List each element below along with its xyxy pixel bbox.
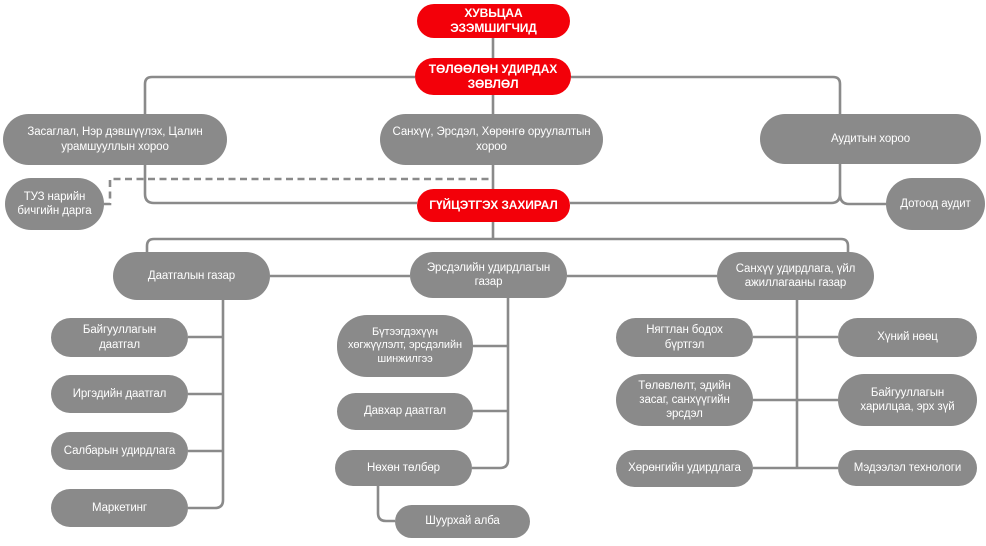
node-ceo: ГҮЙЦЭТГЭХ ЗАХИРАЛ: [417, 189, 570, 222]
node-human-resources: Хүний нөөц: [838, 318, 977, 357]
node-planning-economy-fin-risk: Төлөвлөлт, эдийн засаг, санхүүгийн эрсдэ…: [616, 374, 753, 426]
node-dept-insurance: Даатгалын газар: [113, 252, 270, 300]
node-internal-audit: Дотоод аудит: [886, 178, 985, 230]
node-emergency-service: Шуурхай алба: [395, 505, 530, 538]
connector-risk-spine: [376, 298, 510, 523]
node-asset-management: Хөрөнгийн удирдлага: [616, 450, 753, 487]
node-citizen-insurance: Иргэдийн даатгал: [51, 375, 188, 413]
node-marketing: Маркетинг: [51, 489, 188, 527]
node-reinsurance: Давхар даатгал: [337, 393, 473, 430]
node-board-secretary: ТУЗ нарийн бичгийн дарга: [5, 178, 104, 230]
node-committee-finance-risk: Санхүү, Эрсдэл, Хөрөнгө оруулалтын хороо: [380, 114, 603, 165]
node-information-technology: Мэдээлэл технологи: [838, 450, 977, 486]
node-claims: Нөхөн төлбөр: [335, 450, 472, 486]
node-committee-governance: Засаглал, Нэр дэвшүүлэх, Цалин урамшуулл…: [3, 114, 227, 165]
node-dept-risk: Эрсдэлийн удирдлагын газар: [410, 252, 567, 298]
node-board: ТӨЛӨӨЛӨН УДИРДАХ ЗӨВЛӨЛ: [415, 58, 571, 95]
connector-departments-bar: [145, 237, 850, 252]
connector-secretary-dashed: [104, 177, 492, 206]
connector-audit-committee: [570, 75, 886, 206]
node-corporate-relations-legal: Байгууллагын харилцаа, эрх зүй: [838, 374, 977, 426]
node-product-dev-risk-analysis: Бүтээгдэхүүн хөгжүүлэлт, эрсдэлийн шинжи…: [337, 315, 473, 377]
connector-finance-spine: [753, 300, 838, 470]
node-accounting: Нягтлан бодох бүртгэл: [616, 318, 753, 357]
connector-left-committee: [143, 75, 417, 205]
node-dept-finance-ops: Санхүү удирдлага, үйл ажиллагааны газар: [717, 252, 874, 300]
node-shareholders: ХУВЬЦАА ЭЗЭМШИГЧИД: [417, 4, 570, 38]
connector-insurance-spine: [188, 300, 225, 510]
node-branch-management: Салбарын удирдлага: [51, 432, 188, 470]
node-corporate-insurance: Байгууллагын даатгал: [51, 318, 188, 357]
node-committee-audit: Аудитын хороо: [760, 114, 981, 164]
